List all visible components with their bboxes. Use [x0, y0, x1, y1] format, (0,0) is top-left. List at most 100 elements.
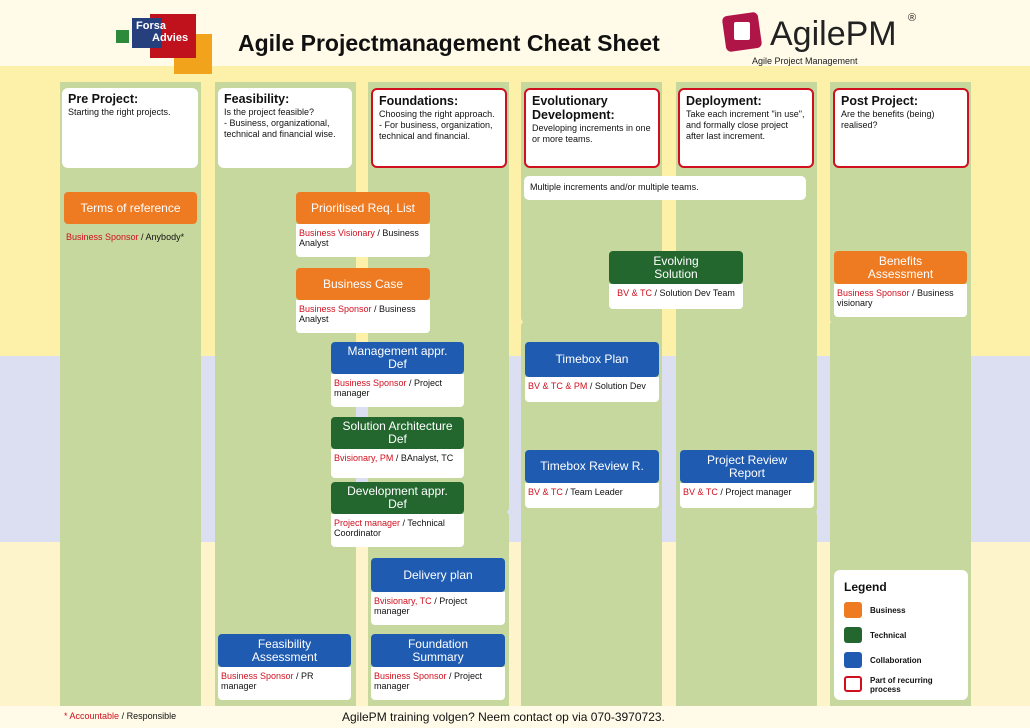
- accountable-role: BV & TC & PM: [528, 381, 588, 391]
- product-benefits-assessment: Benefits Assessment Business Sponsor / B…: [834, 251, 967, 317]
- stage-description: Is the project feasible? - Business, org…: [224, 107, 336, 139]
- stage-foundations: Foundations: Choosing the right approach…: [371, 88, 507, 168]
- product-title: Benefits Assessment: [834, 251, 967, 284]
- responsible-role: / BAnalyst, TC: [393, 453, 454, 463]
- flow-arrow-left: [816, 490, 830, 534]
- footer-contact: AgilePM training volgen? Neem contact op…: [342, 710, 665, 724]
- stage-title: Foundations:: [379, 94, 459, 108]
- product-title: Evolving Solution: [609, 251, 743, 284]
- product-title: Prioritised Req. List: [296, 192, 430, 224]
- agilepm-logo-name: AgilePM: [770, 15, 897, 53]
- stage-description: Take each increment "in use", and formal…: [686, 109, 805, 141]
- flow-arrow-left: [507, 490, 521, 534]
- product-roles: BV & TC / Project manager: [680, 483, 814, 508]
- agilepm-logo-subtitle: Agile Project Management: [752, 56, 858, 66]
- product-terms-of-reference: Terms of reference Business Sponsor / An…: [64, 192, 197, 250]
- legend-swatch-collaboration: [844, 652, 862, 668]
- product-roles: Business Sponsor / Project manager: [371, 667, 505, 700]
- product-roles: Bvisionary, PM / BAnalyst, TC: [331, 449, 464, 478]
- flow-arrow-right: [817, 300, 831, 344]
- agilepm-logo: AgilePM ® Agile Project Management: [721, 10, 932, 68]
- stage-deployment: Deployment: Take each increment "in use"…: [678, 88, 814, 168]
- product-timebox-review: Timebox Review R. BV & TC / Team Leader: [525, 450, 659, 508]
- accountable-role: BV & TC: [683, 487, 718, 497]
- product-project-review-report: Project Review Report BV & TC / Project …: [680, 450, 814, 508]
- product-title: Delivery plan: [371, 558, 505, 592]
- product-solution-architecture: Solution Architecture Def Bvisionary, PM…: [331, 417, 464, 478]
- forsa-logo: Forsa Advies: [114, 12, 214, 76]
- stage-description: Starting the right projects.: [68, 107, 171, 117]
- product-title: Timebox Review R.: [525, 450, 659, 483]
- product-title: Timebox Plan: [525, 342, 659, 377]
- responsible-role: / Project manager: [374, 671, 483, 691]
- legend-label-collaboration: Collaboration: [870, 656, 922, 665]
- product-roles: Business Sponsor / Business Analyst: [296, 300, 430, 333]
- legend-label-recurring: Part of recurring process: [870, 676, 933, 694]
- product-business-case: Business Case Business Sponsor / Busines…: [296, 268, 430, 333]
- product-evolving-solution: Evolving Solution BV & TC / Solution Dev…: [609, 251, 743, 309]
- stage-pre-project: Pre Project: Starting the right projects…: [62, 88, 198, 168]
- stage-post-project: Post Project: Are the benefits (being) r…: [833, 88, 969, 168]
- accountable-role: Business Visionary: [299, 228, 375, 238]
- responsible-role: / Solution Dev: [587, 381, 646, 391]
- accountable-role: Bvisionary, PM: [334, 453, 394, 463]
- forsa-logo-mark-blue: [132, 18, 162, 48]
- legend-swatch-business: [844, 602, 862, 618]
- product-title: Project Review Report: [680, 450, 814, 483]
- legend-label-business: Business: [870, 606, 906, 615]
- agilepm-logo-registered: ®: [908, 12, 917, 24]
- responsible-role: / Project manager: [717, 487, 792, 497]
- stage-title: Pre Project:: [68, 92, 139, 106]
- responsible-role: / Business visionary: [837, 288, 954, 308]
- product-roles: Project manager / Technical Coordinator: [331, 514, 464, 547]
- accountable-role: Business Sponsor: [374, 671, 447, 681]
- product-title: Business Case: [296, 268, 430, 300]
- forsa-logo-text-2: Advies: [152, 32, 189, 44]
- flow-arrow-right: [509, 300, 523, 344]
- product-roles: BV & TC & PM / Solution Dev: [525, 377, 659, 402]
- legend-label-technical: Technical: [870, 631, 907, 640]
- accountable-role: Business Sponsor: [66, 232, 139, 242]
- accountable-role: Business Sponsor: [334, 378, 407, 388]
- stage-title: Post Project:: [841, 94, 919, 108]
- accountable-role: Business Sponsor: [221, 671, 294, 681]
- stage-title: Deployment:: [686, 94, 762, 108]
- page-title: Agile Projectmanagement Cheat Sheet: [238, 30, 660, 56]
- footnote-star: *: [64, 711, 70, 721]
- product-roles: Bvisionary, TC / Project manager: [371, 592, 505, 625]
- responsible-role: / Anybody*: [138, 232, 185, 242]
- product-title: Foundation Summary: [371, 634, 505, 667]
- accountable-role: BV & TC: [528, 487, 563, 497]
- accountable-role: Project manager: [334, 518, 401, 528]
- accountable-role: BV & TC: [617, 288, 652, 298]
- stage-description: Are the benefits (being) realised?: [841, 109, 935, 130]
- product-development-approach: Development appr. Def Project manager / …: [331, 482, 464, 547]
- increments-note: Multiple increments and/or multiple team…: [524, 176, 806, 200]
- column-pre-project: [60, 82, 201, 706]
- footnote-responsible: / Responsible: [119, 711, 177, 721]
- stage-evolutionary-development: Evolutionary Development: Developing inc…: [524, 88, 660, 168]
- legend-swatch-technical: [844, 627, 862, 643]
- product-title: Solution Architecture Def: [331, 417, 464, 449]
- responsible-role: / Business Analyst: [299, 228, 419, 248]
- responsible-role: / Business Analyst: [299, 304, 416, 324]
- accountable-role: Bvisionary, TC: [374, 596, 432, 606]
- footnote: * Accountable / Responsible: [64, 711, 176, 721]
- responsible-role: / PR manager: [221, 671, 314, 691]
- stage-title: Feasibility:: [224, 92, 290, 106]
- accountable-role: Business Sponsor: [299, 304, 372, 314]
- responsible-role: / Project manager: [334, 378, 443, 398]
- forsa-logo-text-1: Forsa: [136, 20, 166, 32]
- product-timebox-plan: Timebox Plan BV & TC & PM / Solution Dev: [525, 342, 659, 402]
- stage-description: Choosing the right approach. - For busin…: [379, 109, 495, 141]
- product-roles: Business Sponsor / PR manager: [218, 667, 351, 700]
- product-foundation-summary: Foundation Summary Business Sponsor / Pr…: [371, 634, 505, 700]
- product-roles: Business Sponsor / Project manager: [331, 374, 464, 407]
- product-title: Management appr. Def: [331, 342, 464, 374]
- product-prioritised-req-list: Prioritised Req. List Business Visionary…: [296, 192, 430, 257]
- product-management-approach: Management appr. Def Business Sponsor / …: [331, 342, 464, 407]
- product-title: Terms of reference: [64, 192, 197, 224]
- product-roles: Business Sponsor / Anybody*: [64, 224, 197, 250]
- product-feasibility-assessment: Feasibility Assessment Business Sponsor …: [218, 634, 351, 700]
- responsible-role: / Team Leader: [562, 487, 623, 497]
